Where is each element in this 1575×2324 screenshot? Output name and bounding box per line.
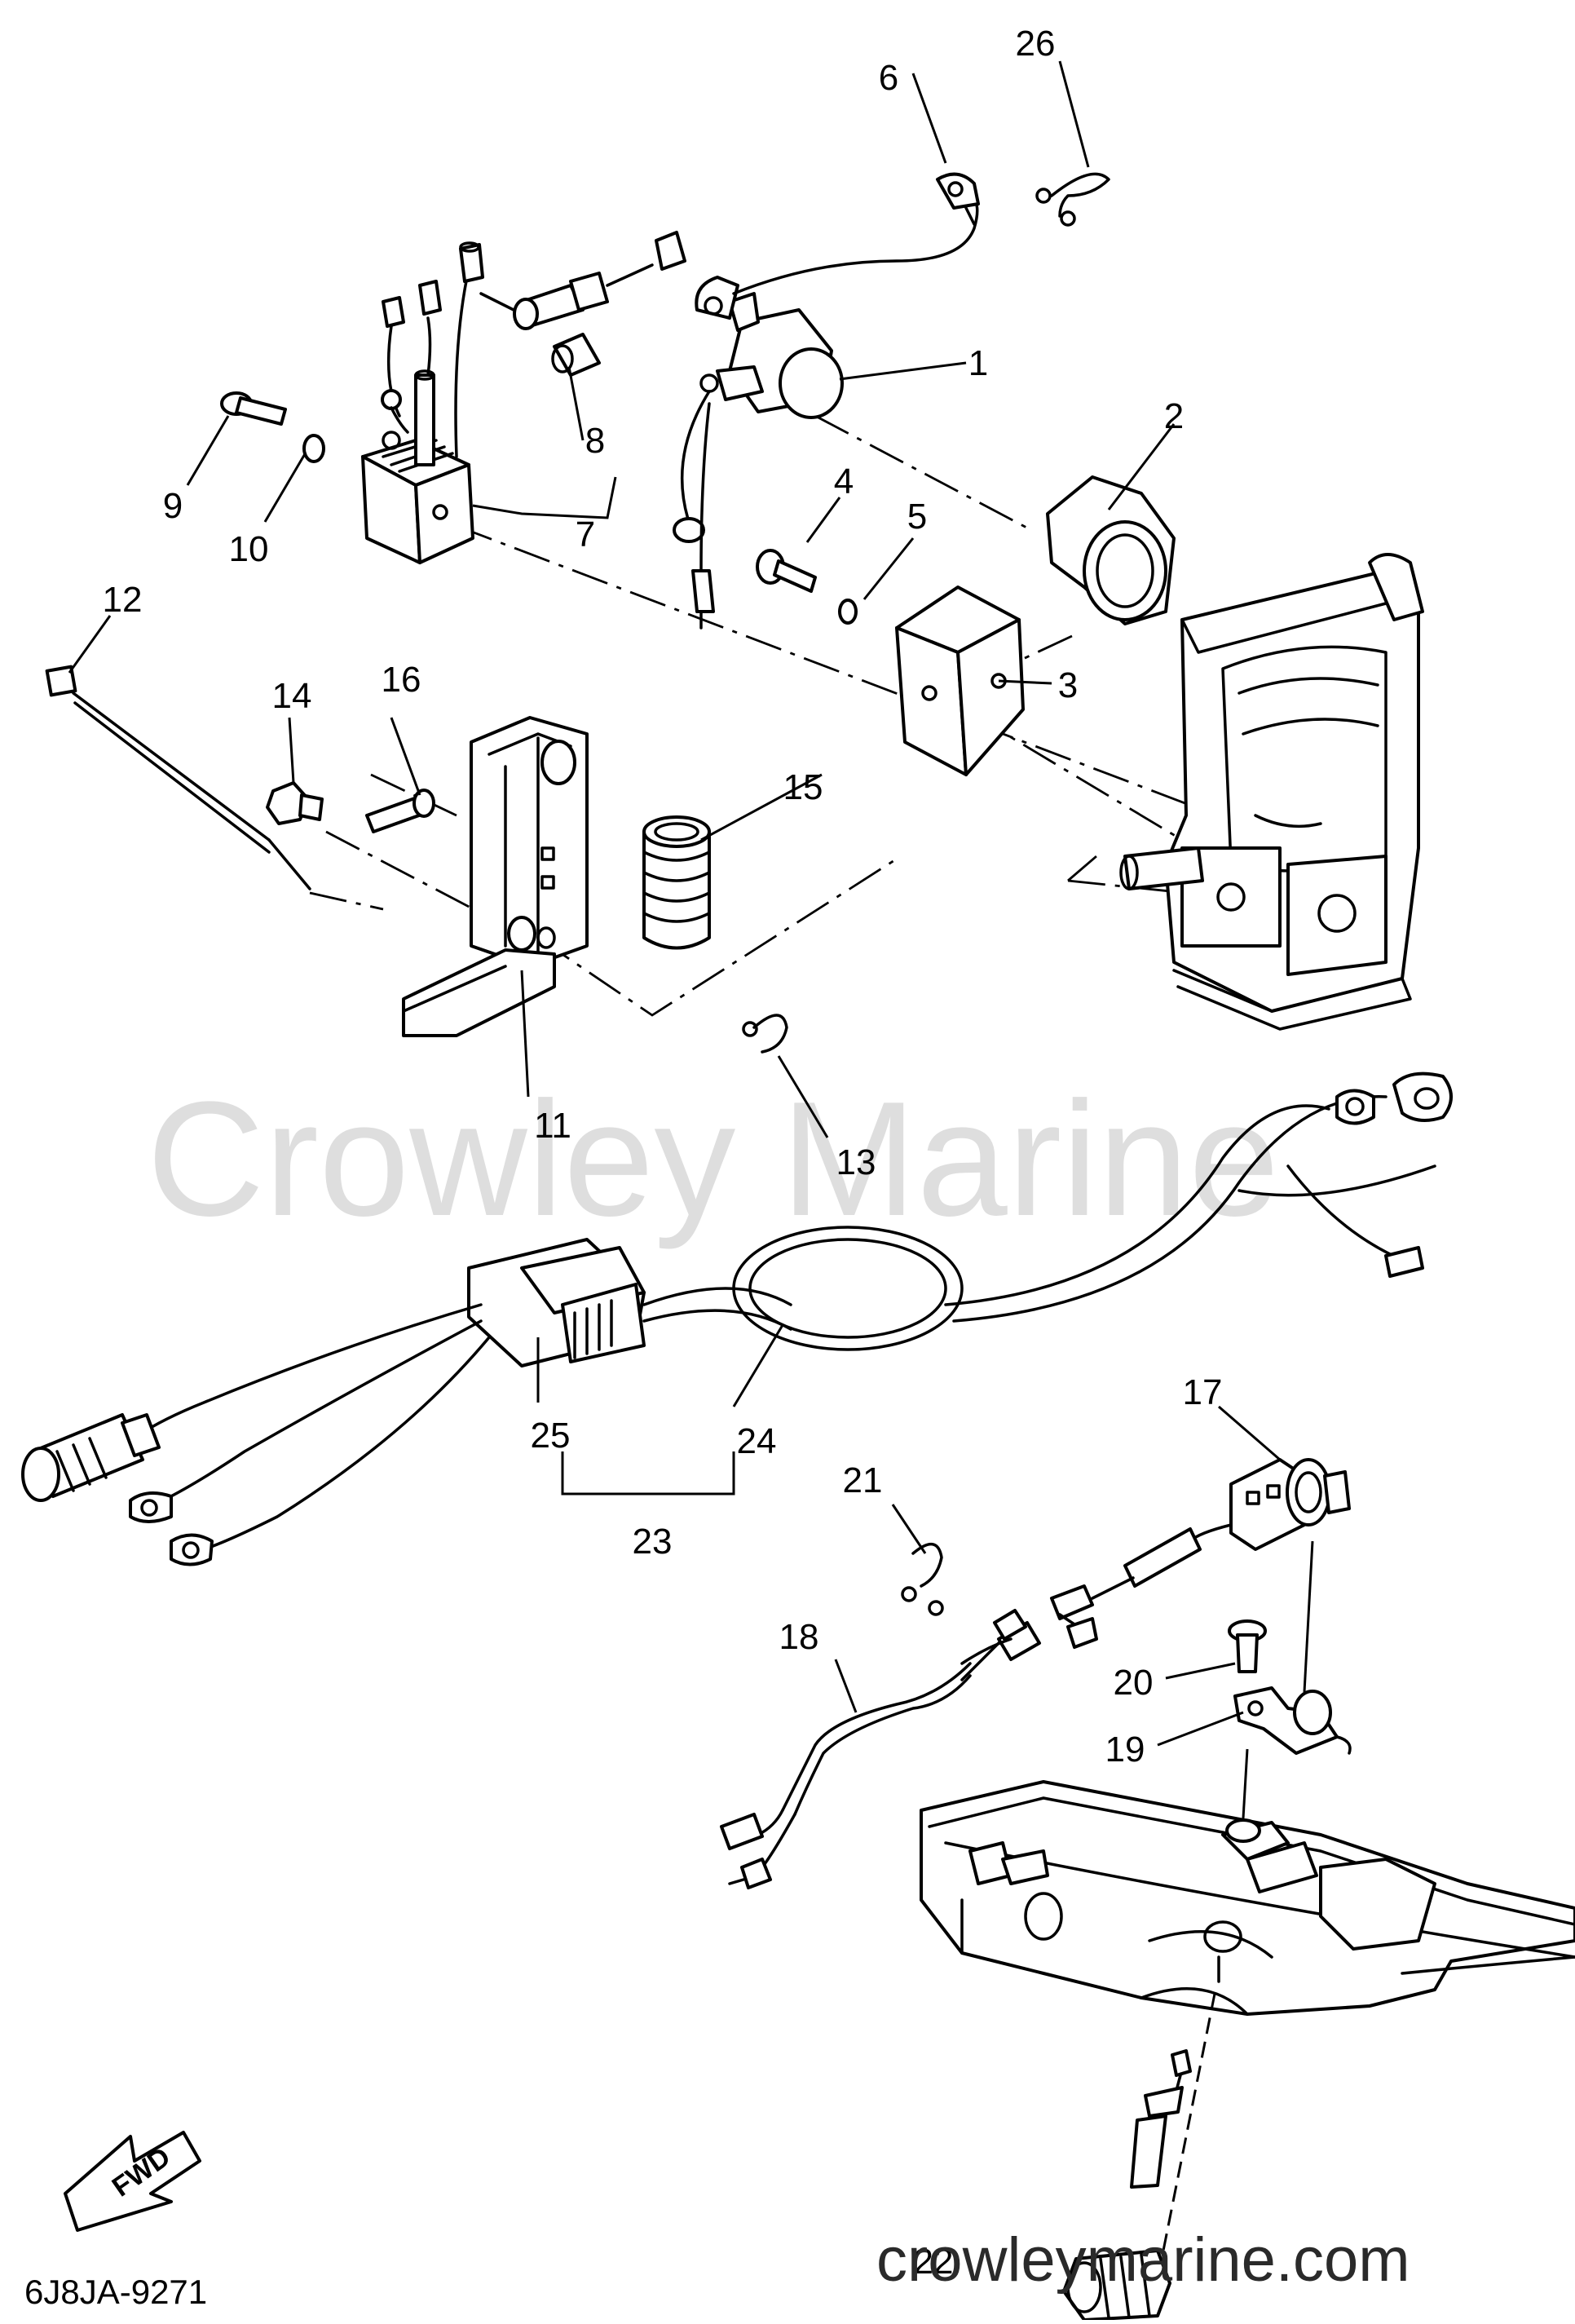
engine-bracket bbox=[1119, 553, 1424, 1031]
relay-cable bbox=[732, 172, 980, 295]
part-20-bolt bbox=[1228, 1619, 1267, 1673]
part-1-relay bbox=[673, 276, 844, 630]
part-13-clip bbox=[742, 1014, 788, 1054]
callout-6: 6 bbox=[879, 58, 898, 98]
callout-23: 23 bbox=[633, 1522, 673, 1562]
callout-19: 19 bbox=[1105, 1730, 1145, 1770]
callout-5: 5 bbox=[907, 497, 927, 537]
callout-21: 21 bbox=[843, 1460, 883, 1500]
callout-16: 16 bbox=[382, 660, 421, 700]
callout-4: 4 bbox=[834, 462, 854, 501]
callout-7: 7 bbox=[576, 515, 595, 554]
callout-13: 13 bbox=[836, 1142, 876, 1182]
callout-25: 25 bbox=[531, 1416, 571, 1456]
callout-18: 18 bbox=[779, 1617, 819, 1657]
part-18-lead bbox=[720, 1609, 1041, 1889]
callout-2: 2 bbox=[1164, 396, 1184, 436]
part-11-cover bbox=[402, 716, 589, 1037]
bottom-cowling bbox=[920, 1780, 1575, 2016]
site-watermark: crowleymarine.com bbox=[876, 2225, 1410, 2295]
part-12-band bbox=[45, 665, 311, 890]
part-16-pin bbox=[365, 789, 435, 833]
part-26-clip bbox=[1035, 172, 1110, 227]
callout-15: 15 bbox=[783, 767, 823, 807]
part-23-harness bbox=[21, 1071, 1453, 1566]
part-2-clamp bbox=[1046, 475, 1176, 625]
leader-lines bbox=[68, 60, 1314, 1819]
callout-9: 9 bbox=[163, 486, 183, 526]
callout-labels: 6 26 1 2 3 4 5 7 8 9 10 12 14 16 15 11 1… bbox=[103, 24, 1223, 2282]
part-10-washer bbox=[302, 434, 325, 463]
part-15-grommet bbox=[642, 815, 711, 950]
callout-24: 24 bbox=[737, 1421, 777, 1461]
part-22-sensor bbox=[1062, 1955, 1220, 2322]
part-3-bracket bbox=[895, 585, 1025, 776]
callout-14: 14 bbox=[272, 676, 312, 716]
part-5-washer bbox=[838, 599, 858, 625]
part-7-rectifier bbox=[361, 241, 484, 564]
part-8-fuse bbox=[479, 231, 686, 377]
part-19-clamp bbox=[1233, 1686, 1352, 1755]
callout-1: 1 bbox=[968, 343, 988, 383]
part-17-switch bbox=[1050, 1458, 1351, 1649]
callout-17: 17 bbox=[1183, 1372, 1223, 1412]
fwd-arrow: FWD bbox=[64, 2131, 201, 2232]
callout-8: 8 bbox=[585, 421, 605, 461]
drawing-code: 6J8JA-9271 bbox=[24, 2273, 207, 2311]
callout-22: 22 bbox=[914, 2242, 954, 2282]
callout-3: 3 bbox=[1058, 665, 1078, 705]
part-9-bolt bbox=[220, 391, 287, 426]
callout-11: 11 bbox=[534, 1106, 571, 1146]
callout-20: 20 bbox=[1114, 1663, 1154, 1703]
part-21-clip bbox=[901, 1543, 944, 1616]
part-4-bolt bbox=[756, 549, 817, 593]
part-14-nut bbox=[266, 781, 324, 825]
callout-10: 10 bbox=[229, 529, 269, 569]
watermark-text: Crowley Marine bbox=[147, 1068, 1279, 1250]
callout-12: 12 bbox=[103, 580, 143, 620]
callout-26: 26 bbox=[1016, 24, 1056, 64]
